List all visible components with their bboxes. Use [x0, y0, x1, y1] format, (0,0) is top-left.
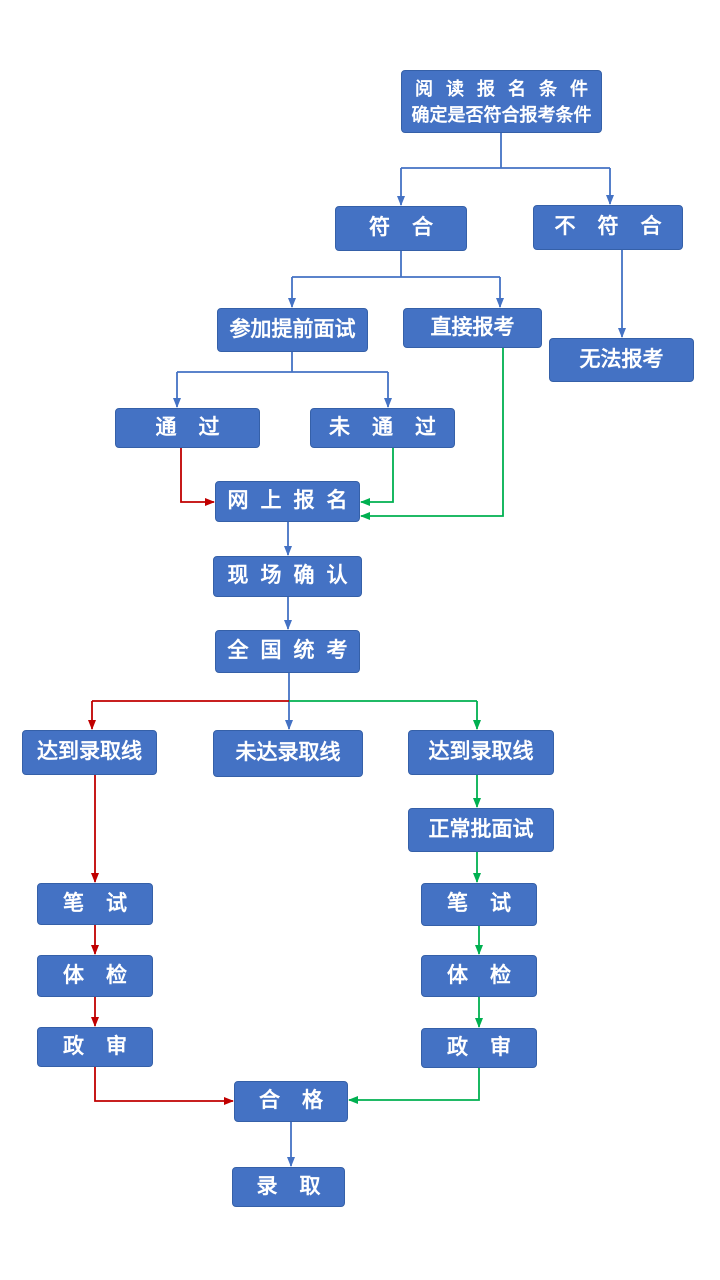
node-reach-line-left: 达到录取线 [22, 730, 157, 775]
node-direct-apply: 直接报考 [403, 308, 542, 348]
arrow-political-left-to-qualified-final [94, 1067, 234, 1105]
node-political-left-label: 政审 [63, 1034, 149, 1058]
node-reach-line-right: 达到录取线 [408, 730, 554, 775]
node-qualified-label: 符合 [369, 216, 455, 240]
node-early-interview-label: 参加提前面试 [229, 317, 356, 341]
node-physical-left-label: 体检 [63, 963, 149, 987]
node-early-interview: 参加提前面试 [217, 308, 368, 352]
node-not-pass: 未通过 [310, 408, 455, 448]
arrow-direct-apply-to-online-registration [360, 348, 504, 520]
node-read-conditions-line1: 阅读报名条件 [415, 78, 601, 99]
node-not-qualified-label: 不符合 [554, 215, 684, 239]
node-pass-label: 通过 [155, 415, 242, 439]
node-normal-interview-label: 正常批面试 [428, 817, 534, 841]
node-written-right-label: 笔试 [447, 892, 533, 916]
node-online-registration-label: 网上报名 [227, 489, 360, 513]
node-read-conditions-line2: 确定是否符合报考条件 [411, 104, 592, 125]
node-political-left: 政审 [37, 1027, 153, 1067]
node-cannot-apply-label: 无法报考 [579, 347, 664, 371]
node-political-right-label: 政审 [447, 1035, 533, 1059]
node-qualified-final: 合格 [234, 1081, 348, 1122]
node-physical-right-label: 体检 [447, 963, 533, 987]
node-onsite-confirmation-label: 现场确认 [227, 564, 360, 588]
stem-read-conditions [401, 133, 610, 169]
node-written-left: 笔试 [37, 883, 153, 925]
node-online-registration: 网上报名 [215, 481, 360, 522]
node-cannot-apply: 无法报考 [549, 338, 694, 382]
node-written-left-label: 笔试 [63, 891, 149, 915]
node-pass: 通过 [115, 408, 260, 448]
node-admitted: 录取 [232, 1167, 345, 1207]
node-direct-apply-label: 直接报考 [430, 315, 515, 339]
node-physical-right: 体检 [421, 955, 537, 997]
node-not-pass-label: 未通过 [329, 415, 458, 439]
node-admitted-label: 录取 [256, 1174, 343, 1198]
node-read-conditions: 阅读报名条件 确定是否符合报考条件 [401, 70, 602, 133]
node-political-right: 政审 [421, 1028, 537, 1068]
arrow-political-right-to-qualified-final [348, 1068, 480, 1104]
node-national-exam-label: 全国统考 [227, 639, 360, 663]
arrow-pass-to-online-registration [180, 448, 215, 506]
node-written-right: 笔试 [421, 883, 537, 926]
node-qualified-final-label: 合格 [259, 1089, 345, 1113]
node-not-qualified: 不符合 [533, 205, 683, 250]
node-onsite-confirmation: 现场确认 [213, 556, 362, 597]
arrow-not-pass-to-online-registration [360, 448, 394, 506]
stem-qualified [292, 251, 500, 278]
node-below-line: 未达录取线 [213, 730, 363, 777]
node-below-line-label: 未达录取线 [235, 741, 341, 765]
node-qualified: 符合 [335, 206, 467, 251]
node-reach-line-right-label: 达到录取线 [428, 740, 534, 764]
node-normal-interview: 正常批面试 [408, 808, 554, 852]
node-reach-line-left-label: 达到录取线 [37, 740, 142, 764]
node-physical-left: 体检 [37, 955, 153, 997]
node-national-exam: 全国统考 [215, 630, 360, 673]
stem-early-interview [177, 352, 388, 373]
